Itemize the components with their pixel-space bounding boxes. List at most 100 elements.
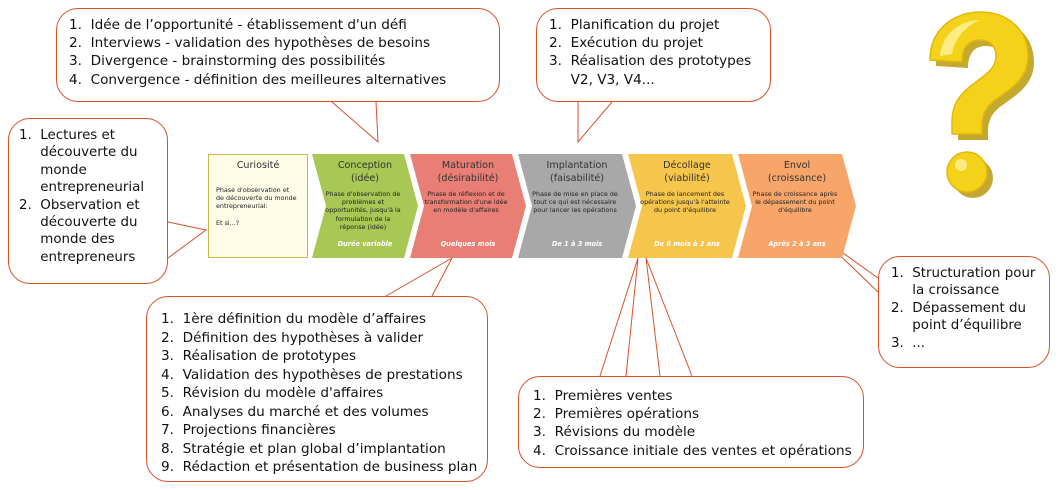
- callout-list-item: 9. Rédaction et présentation de business…: [161, 458, 487, 477]
- list-number: 6.: [161, 403, 183, 420]
- stage-duration: Quelques mois: [440, 240, 496, 248]
- callout-conception: 1. Idée de l’opportunité - établissement…: [56, 8, 500, 102]
- list-number: 1.: [69, 17, 91, 33]
- list-item-text: Révisions du modèle: [554, 424, 696, 441]
- callout-tail: [331, 101, 379, 144]
- list-item-text: Stratégie et plan global d’implantation: [182, 440, 446, 457]
- stage-shape: [738, 154, 856, 258]
- stage-subtitle: (faisabilité): [549, 173, 605, 184]
- list-item-text: Validation des hypothèses de prestations: [182, 366, 463, 383]
- list-number: 2.: [891, 300, 913, 316]
- list-item-text: Interviews - validation des hypothèses d…: [90, 35, 431, 52]
- list-item-text: Convergence - définition des meilleures …: [90, 71, 447, 88]
- stage-description: Phase de réflexion et de transformation …: [424, 190, 508, 215]
- list-item-text: Projections financières: [182, 422, 336, 438]
- stage-subtitle: (désirabilité): [437, 173, 499, 184]
- callout-list-item: 2. Interviews - validation des hypothèse…: [69, 34, 499, 52]
- stage-chevron: Décollage(viabilité)Phase de lancement d…: [628, 154, 746, 258]
- list-item-text: Révision du modèle d'affaires: [182, 385, 384, 401]
- stage-duration: De 1 à 3 mois: [551, 240, 603, 248]
- callout-list-item: 4. Convergence - définition des meilleur…: [69, 71, 499, 89]
- list-number: 2.: [549, 35, 571, 52]
- list-item-text: ...: [912, 335, 926, 351]
- callout-list-item: 1. Structuration pour la croissance: [891, 265, 1049, 300]
- stage-title: Curiosité: [236, 160, 280, 171]
- callout-tail: [385, 256, 454, 297]
- list-number: 1.: [549, 17, 571, 33]
- callout-list-item: 7. Projections financières: [161, 421, 487, 440]
- callout-list-item: 8. Stratégie et plan global d’implantati…: [161, 440, 487, 459]
- stage-extra: Et si...?: [216, 219, 240, 227]
- callout-list-item: 2. Exécution du projet: [549, 34, 770, 52]
- list-item-text: Rédaction et présentation de business pl…: [182, 459, 478, 475]
- callout-list-item: 2. Dépassement du point d’équilibre: [891, 300, 1049, 335]
- list-item-text: Idée de l’opportunité - établissement d'…: [90, 17, 407, 33]
- stage-shape: [312, 154, 418, 258]
- list-number: 2.: [69, 35, 91, 52]
- list-number: 3.: [891, 335, 913, 351]
- list-number: 5.: [161, 385, 183, 401]
- stage-subtitle: (idée): [350, 173, 380, 184]
- stage-shape: [208, 154, 308, 258]
- callout-list-item: 2. Définition des hypothèses à valider: [161, 329, 487, 348]
- list-item-text: Lectures et découverte du monde entrepre…: [40, 128, 145, 196]
- stage-shape: [518, 154, 636, 258]
- callout-list-item: 6. Analyses du marché et des volumes: [161, 403, 487, 422]
- callout-tail: [599, 257, 639, 377]
- list-number: 1.: [19, 128, 41, 143]
- callout-list-item: 3. Réalisation de prototypes: [161, 347, 487, 366]
- stage-description: Phase d'observation de problèmes et oppo…: [325, 190, 401, 231]
- stage-title: Décollage: [663, 160, 711, 171]
- list-number: 3.: [69, 53, 91, 70]
- question-mark-icon: [929, 11, 1034, 198]
- list-item-text: Premières ventes: [554, 388, 673, 404]
- list-number: 2.: [19, 197, 41, 213]
- list-item-text: 1ère définition du modèle d’affaires: [182, 311, 426, 327]
- callout-list-item: 4. Croissance initiale des ventes et opé…: [533, 442, 863, 460]
- callout-list-item: 3. Divergence - brainstorming des possib…: [69, 52, 499, 70]
- list-item-text: Croissance initiale des ventes et opérat…: [554, 442, 852, 459]
- stage-chevron: Envol(croissance)Phase de croissance apr…: [738, 154, 856, 258]
- list-item-text: Planification du projet: [570, 17, 720, 33]
- callout-tail: [577, 101, 613, 144]
- callout-list-item: 3. Révisions du modèle: [533, 423, 863, 441]
- list-item-text: Divergence - brainstorming des possibili…: [90, 53, 386, 70]
- callout-list-item: 1. Lectures et découverte du monde entre…: [19, 127, 167, 197]
- list-number: 2.: [533, 406, 555, 423]
- callout-maturation: 1. 1ère définition du modèle d’affaires 2…: [146, 296, 488, 482]
- list-number: 3.: [161, 348, 183, 364]
- list-item-text: Dépassement du point d’équilibre: [912, 300, 1027, 334]
- list-item-text: Réalisation des prototypes V2, V3, V4...: [570, 53, 752, 88]
- stage-shape: [410, 154, 526, 258]
- callout-tail: [167, 221, 208, 259]
- callout-list-item: 1. Idée de l’opportunité - établissement…: [69, 16, 499, 34]
- stage-title: Maturation: [441, 160, 495, 171]
- list-number: 8.: [161, 440, 183, 457]
- stage-title: Conception: [337, 160, 393, 171]
- callout-list-item: 1. Premières ventes: [533, 387, 863, 405]
- list-number: 7.: [161, 422, 183, 438]
- stage-title: Implantation: [546, 160, 608, 171]
- list-number: 1.: [533, 388, 555, 404]
- list-item-text: Observation et découverte du monde des e…: [40, 197, 140, 265]
- list-number: 9.: [161, 459, 183, 475]
- list-item-text: Structuration pour la croissance: [912, 266, 1036, 299]
- stage-chevron: Maturation (désirabilité) Phase de réflexi…: [410, 154, 526, 258]
- callout-list-item: 5. Révision du modèle d'affaires: [161, 384, 487, 403]
- stage-shape: [628, 154, 746, 258]
- list-number: 4.: [533, 442, 555, 459]
- stage-subtitle: (viabilité): [664, 173, 710, 184]
- list-number: 1.: [161, 311, 183, 327]
- callout-list-item: 1. Planification du projet: [549, 16, 770, 34]
- callout-list-item: 2. Premières opérations: [533, 405, 863, 423]
- stage-chevron: Conception (idée) Phase d'observation de p…: [312, 154, 418, 258]
- callout-list-item: 4. Validation des hypothèses de prestati…: [161, 366, 487, 385]
- stage-subtitle: (croissance): [767, 173, 827, 184]
- stage-duration: Après 2 à 3 ans: [768, 240, 826, 248]
- list-item-text: Analyses du marché et des volumes: [182, 403, 429, 420]
- list-number: 3.: [549, 53, 571, 70]
